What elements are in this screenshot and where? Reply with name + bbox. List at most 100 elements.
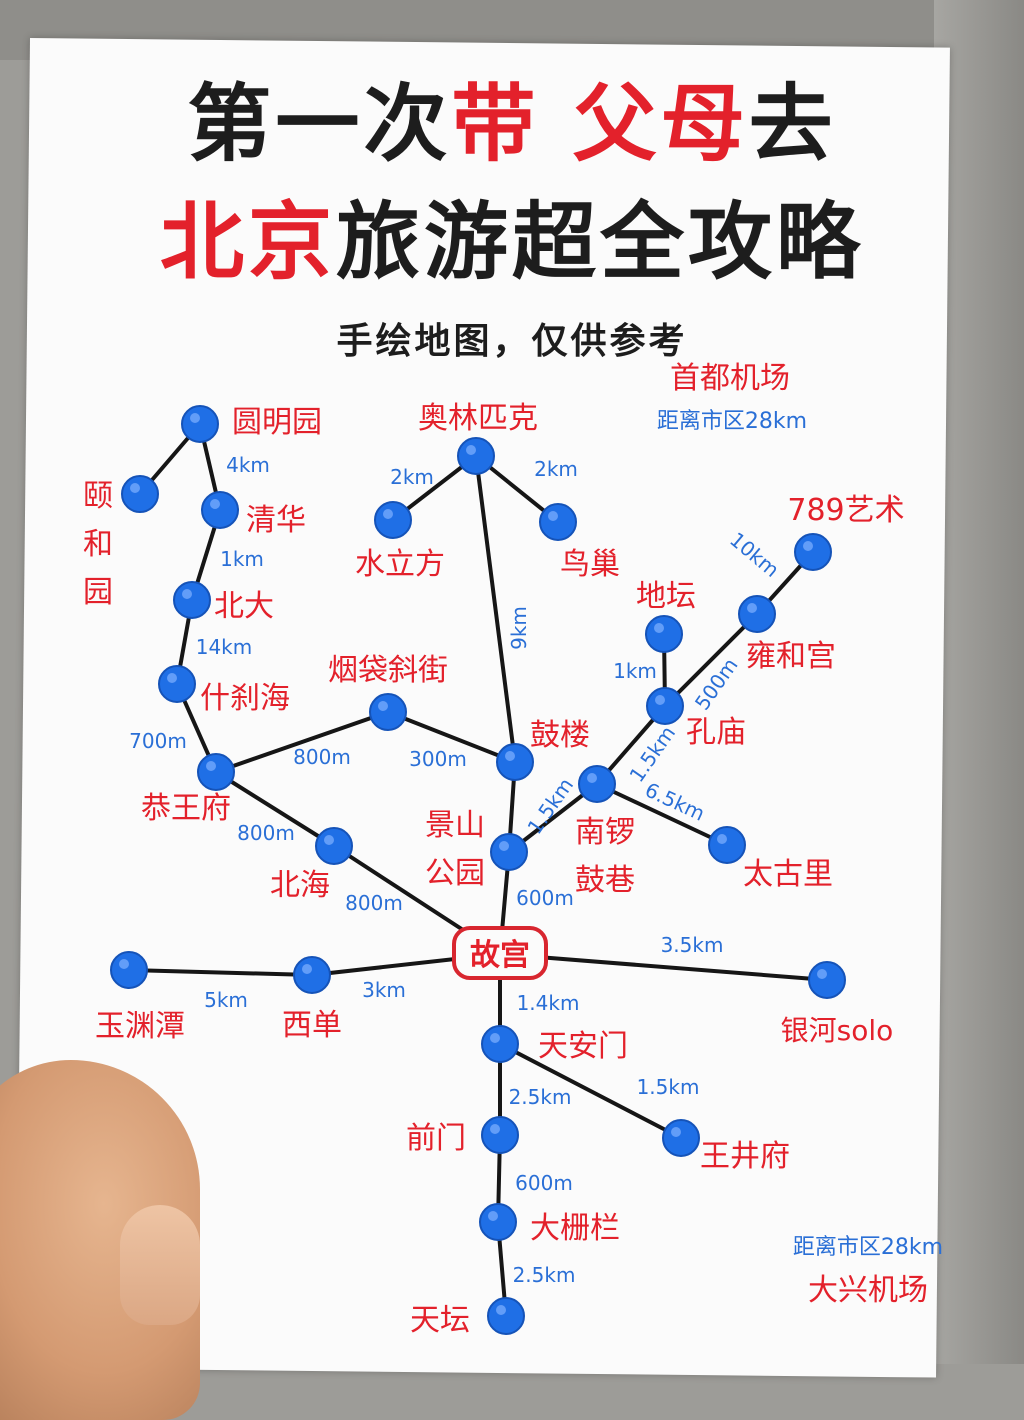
distance-label: 3km xyxy=(362,978,406,1002)
node-shine xyxy=(803,541,813,551)
node-label: 颐 xyxy=(83,479,113,514)
node-yonghegong: 雍和宫 xyxy=(738,595,836,674)
node-dot xyxy=(315,827,353,865)
node-shine xyxy=(302,964,312,974)
node-qianmen: 前门 xyxy=(406,1116,519,1156)
route-gugong-yinhe xyxy=(498,952,829,982)
node-dot xyxy=(490,833,528,871)
node-dot xyxy=(645,615,683,653)
node-tiananmen: 天安门 xyxy=(481,1025,628,1064)
distance-label: 700m xyxy=(129,729,187,753)
node-label: 公园 xyxy=(425,856,485,891)
node-dot xyxy=(479,1203,517,1241)
node-beihai: 北海 xyxy=(270,827,353,903)
node-shine xyxy=(587,773,597,783)
node-label: 奥林匹克 xyxy=(418,401,538,436)
hub-gugong: 故宫 xyxy=(452,926,548,980)
thumb xyxy=(120,1205,200,1325)
distance-label: 9km xyxy=(507,606,531,650)
node-label: 789艺术 xyxy=(787,493,904,528)
distance-label: 800m xyxy=(293,745,351,769)
node-label: 和 xyxy=(83,527,113,562)
node-label: 景山 xyxy=(425,808,485,843)
hub-label: 故宫 xyxy=(470,938,530,973)
node-label: 什刹海 xyxy=(200,681,290,716)
node-dot xyxy=(121,475,159,513)
node-label: 园 xyxy=(83,575,113,610)
distance-label: 10km xyxy=(725,527,784,582)
node-shine xyxy=(167,673,177,683)
node-shine xyxy=(466,445,476,455)
node-label: 太古里 xyxy=(743,857,833,892)
node-shine xyxy=(490,1124,500,1134)
node-label: 清华 xyxy=(246,503,306,538)
node-yinhe: 银河solo xyxy=(781,961,893,1047)
node-tiantan: 天坛 xyxy=(410,1297,525,1338)
node-shine xyxy=(548,511,558,521)
node-dot xyxy=(369,693,407,731)
distance-label: 800m xyxy=(237,821,295,845)
node-beida: 北大 xyxy=(173,581,274,624)
node-dot xyxy=(496,743,534,781)
route-yuyuantan-xidan xyxy=(127,968,314,977)
node-dot xyxy=(578,765,616,803)
node-kongmiao: 孔庙 xyxy=(646,687,746,750)
node-shine xyxy=(496,1305,506,1315)
node-ditan: 地坛 xyxy=(636,579,696,653)
node-label: 水立方 xyxy=(355,547,445,582)
node-shine xyxy=(119,959,129,969)
distance-label: 2km xyxy=(390,465,434,489)
title-segment: 第一次 xyxy=(187,75,452,173)
route-kongmiao-yonghegong xyxy=(663,612,759,708)
node-dot xyxy=(539,503,577,541)
route-nanluo-taiguli xyxy=(595,782,729,847)
node-label: 北海 xyxy=(270,868,330,903)
node-label: 大栅栏 xyxy=(530,1211,620,1246)
node-dot xyxy=(201,491,239,529)
node-label: 鼓巷 xyxy=(575,863,635,898)
node-label: 雍和宫 xyxy=(746,639,836,674)
distance-label: 1km xyxy=(220,547,264,571)
node-label: 玉渊潭 xyxy=(95,1009,185,1044)
node-label: 西单 xyxy=(282,1008,342,1043)
node-shine xyxy=(655,695,665,705)
node-dot xyxy=(197,753,235,791)
title-segment: 去 xyxy=(748,75,837,173)
node-label: 南锣 xyxy=(575,815,635,850)
node-dot xyxy=(738,595,776,633)
node-wangfujing: 王井府 xyxy=(662,1119,790,1174)
node-shine xyxy=(383,509,393,519)
node-label: 烟袋斜街 xyxy=(328,653,448,688)
airport-distance: 距离市区28km xyxy=(793,1235,943,1260)
node-gulou: 鼓楼 xyxy=(496,718,590,781)
node-shine xyxy=(210,499,220,509)
distance-label: 1km xyxy=(613,659,657,683)
node-label: 恭王府 xyxy=(141,791,231,826)
node-shichahai: 什刹海 xyxy=(158,665,290,716)
node-xidan: 西单 xyxy=(282,956,342,1043)
node-dot xyxy=(708,826,746,864)
background-right xyxy=(934,0,1024,1364)
node-dot xyxy=(293,956,331,994)
node-label: 前门 xyxy=(406,1121,466,1156)
node-niaochao: 鸟巢 xyxy=(539,503,620,582)
airport-name: 大兴机场 xyxy=(808,1273,928,1308)
distance-label: 500m xyxy=(690,653,743,714)
distance-label: 2.5km xyxy=(513,1263,576,1287)
node-dot xyxy=(646,687,684,725)
route-yandai-gulou xyxy=(386,710,517,764)
airport-distance: 距离市区28km xyxy=(657,409,807,434)
node-label: 鼓楼 xyxy=(530,718,590,753)
title-segment: 旅游超全攻略 xyxy=(336,193,865,291)
node-shine xyxy=(130,483,140,493)
title-segment: 带 父母 xyxy=(451,75,749,173)
node-shine xyxy=(654,623,664,633)
distance-label: 1.4km xyxy=(517,991,580,1015)
title-segment: 北京 xyxy=(159,193,336,291)
node-dot xyxy=(481,1025,519,1063)
distance-label: 4km xyxy=(226,453,270,477)
distance-label: 300m xyxy=(409,747,467,771)
